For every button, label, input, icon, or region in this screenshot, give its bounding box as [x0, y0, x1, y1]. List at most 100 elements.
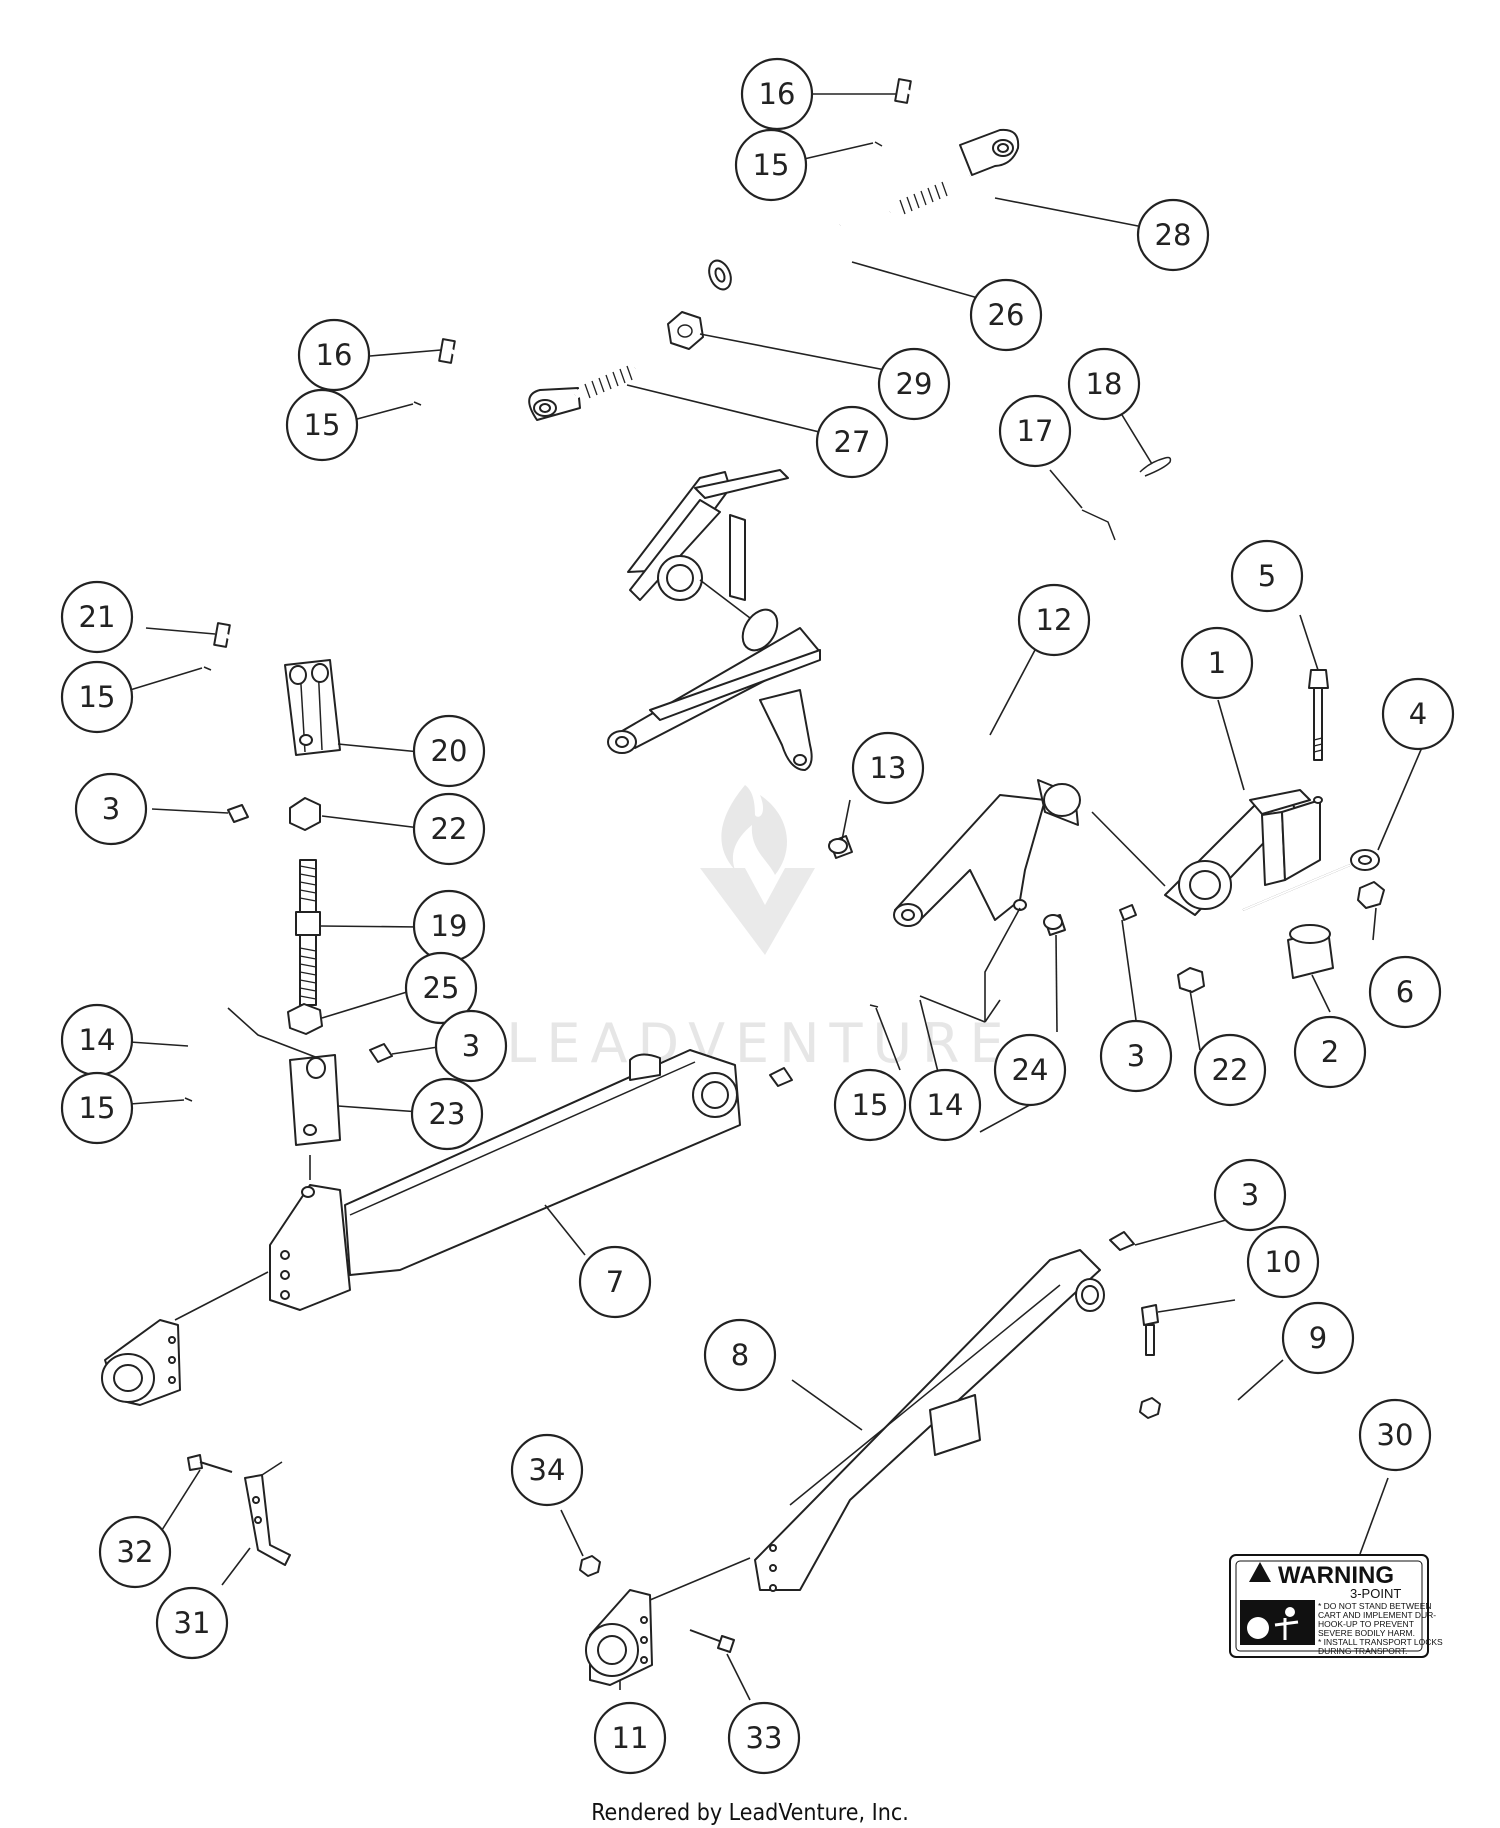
- svg-text:16: 16: [759, 77, 796, 111]
- svg-text:29: 29: [896, 367, 933, 401]
- callout-28: 28: [1136, 198, 1210, 272]
- svg-text:15: 15: [852, 1088, 889, 1122]
- lynch-pin-14-middle: [869, 988, 917, 1008]
- svg-text:15: 15: [753, 148, 790, 182]
- watermark: LEADVENTURE: [506, 785, 1013, 1075]
- frame-weldment: [607, 469, 1081, 927]
- svg-text:15: 15: [79, 680, 116, 714]
- svg-text:3: 3: [102, 792, 120, 826]
- svg-text:9: 9: [1309, 1321, 1327, 1355]
- clevis-end-28: [888, 128, 1020, 216]
- warning-line: * INSTALL TRANSPORT LOCKS: [1318, 1637, 1443, 1647]
- callout-2: 2: [1293, 1015, 1367, 1089]
- svg-text:3: 3: [1127, 1039, 1145, 1073]
- warning-decal: WARNING 3-POINT * DO NOT STAND BETWEEN C…: [1229, 1554, 1443, 1658]
- warning-line: * DO NOT STAND BETWEEN: [1318, 1601, 1432, 1611]
- callout-15: 15: [60, 660, 134, 734]
- bushing-24: [1043, 914, 1066, 936]
- lower-link-8: [754, 1231, 1245, 1592]
- callout-15: 15: [833, 1068, 907, 1142]
- svg-text:17: 17: [1017, 414, 1054, 448]
- svg-text:31: 31: [174, 1606, 211, 1640]
- watermark-v-icon: [700, 868, 815, 955]
- hair-pin-18: [1139, 456, 1172, 477]
- warning-line: SEVERE BODILY HARM.: [1318, 1628, 1415, 1638]
- warning-line: CART AND IMPLEMENT DUR-: [1318, 1610, 1436, 1620]
- callout-22: 22: [412, 792, 486, 866]
- clevis-pin-lower: [438, 338, 490, 376]
- svg-text:15: 15: [79, 1091, 116, 1125]
- clevis-pin-top: [894, 78, 942, 110]
- bracket-31: [187, 1454, 291, 1566]
- callout-34: 34: [510, 1433, 584, 1507]
- svg-text:8: 8: [731, 1338, 749, 1372]
- callout-13: 13: [851, 731, 925, 805]
- svg-text:24: 24: [1012, 1053, 1049, 1087]
- callout-29: 29: [877, 347, 951, 421]
- clevis-end-27: [528, 364, 637, 421]
- callout-7: 7: [578, 1245, 652, 1319]
- callout-18: 18: [1067, 347, 1141, 421]
- callout-9: 9: [1281, 1301, 1355, 1375]
- svg-text:32: 32: [117, 1535, 154, 1569]
- callout-33: 33: [727, 1701, 801, 1775]
- callout-16: 16: [740, 57, 814, 131]
- svg-text:3: 3: [462, 1029, 480, 1063]
- callout-27: 27: [815, 405, 889, 479]
- svg-text:28: 28: [1155, 218, 1192, 252]
- callout-32: 32: [98, 1515, 172, 1589]
- svg-text:1: 1: [1208, 646, 1226, 680]
- svg-text:2: 2: [1321, 1035, 1339, 1069]
- mount-bracket-1: [1119, 669, 1385, 993]
- pin-17: [1081, 509, 1116, 541]
- callout-30: 30: [1358, 1398, 1432, 1472]
- callout-24: 24: [993, 1033, 1067, 1107]
- svg-text:11: 11: [612, 1721, 649, 1755]
- warning-line: DURING TRANSPORT.: [1318, 1646, 1407, 1656]
- callouts: 16 15 28 26 16 15 29 27 18 17 21 15 20 3…: [60, 57, 1455, 1775]
- svg-text:18: 18: [1086, 367, 1123, 401]
- callout-19: 19: [412, 889, 486, 963]
- footer-credit: Rendered by LeadVenture, Inc.: [591, 1800, 909, 1826]
- svg-text:26: 26: [988, 298, 1025, 332]
- callout-15: 15: [60, 1071, 134, 1145]
- warning-pictogram-icon: [1240, 1600, 1315, 1645]
- watermark-flame-icon: [721, 785, 787, 875]
- svg-text:14: 14: [79, 1023, 116, 1057]
- callout-3: 3: [74, 772, 148, 846]
- callout-3: 3: [1099, 1019, 1173, 1093]
- svg-text:22: 22: [431, 812, 468, 846]
- svg-text:23: 23: [429, 1097, 466, 1131]
- callout-21: 21: [60, 580, 134, 654]
- warning-subtitle: 3-POINT: [1350, 1586, 1401, 1601]
- callout-12: 12: [1017, 583, 1091, 657]
- svg-text:30: 30: [1377, 1418, 1414, 1452]
- callout-31: 31: [155, 1586, 229, 1660]
- svg-text:15: 15: [304, 408, 341, 442]
- svg-text:4: 4: [1409, 697, 1427, 731]
- ball-end-left: [101, 1319, 181, 1406]
- svg-text:12: 12: [1036, 603, 1073, 637]
- callout-4: 4: [1381, 677, 1455, 751]
- svg-text:27: 27: [834, 425, 871, 459]
- callout-10: 10: [1246, 1225, 1320, 1299]
- warning-line: HOOK-UP TO PREVENT: [1318, 1619, 1414, 1629]
- svg-text:5: 5: [1258, 559, 1276, 593]
- svg-text:13: 13: [870, 751, 907, 785]
- watermark-text: LEADVENTURE: [506, 1012, 1013, 1075]
- svg-text:25: 25: [423, 971, 460, 1005]
- svg-text:14: 14: [927, 1088, 964, 1122]
- warning-triangle-icon: [1249, 1562, 1271, 1582]
- callout-11: 11: [593, 1701, 667, 1775]
- top-link-assembly: [413, 78, 1172, 541]
- bushing-13: [828, 835, 853, 859]
- svg-text:34: 34: [529, 1453, 566, 1487]
- svg-text:3: 3: [1241, 1178, 1259, 1212]
- callout-16: 16: [297, 318, 371, 392]
- svg-text:21: 21: [79, 600, 116, 634]
- callout-1: 1: [1180, 626, 1254, 700]
- callout-6: 6: [1368, 955, 1442, 1029]
- callout-26: 26: [969, 278, 1043, 352]
- svg-text:19: 19: [431, 909, 468, 943]
